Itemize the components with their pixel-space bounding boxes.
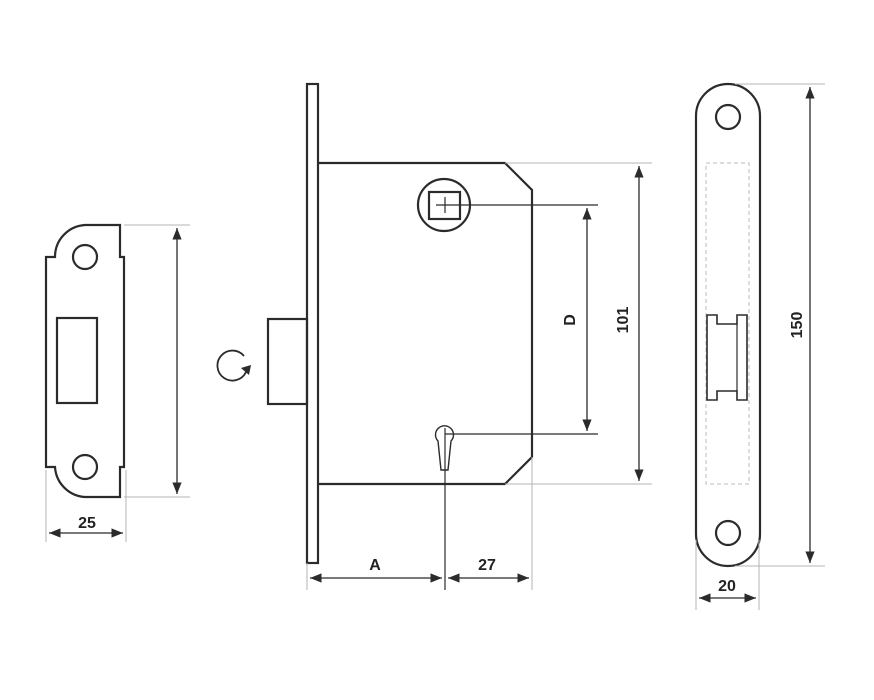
faceplate-front-view: 150 20 bbox=[694, 82, 825, 610]
latch-bolt bbox=[266, 317, 309, 406]
faceplate-height-label: 150 bbox=[789, 312, 806, 339]
mortise-lock-body: D 101 A 27 bbox=[266, 82, 652, 590]
screw-hole bbox=[71, 453, 99, 481]
center-distance-label: D bbox=[562, 314, 579, 326]
screw-hole bbox=[714, 519, 742, 547]
strike-width-label: 25 bbox=[78, 515, 96, 532]
keyhole bbox=[434, 425, 455, 471]
rotate-reversible-icon bbox=[216, 349, 251, 382]
offset-label: 27 bbox=[478, 557, 496, 574]
backset-label: A bbox=[369, 557, 381, 574]
body-height-label: 101 bbox=[615, 307, 632, 334]
strike-plate: 25 bbox=[44, 223, 190, 542]
latch-slot bbox=[55, 316, 99, 405]
faceplate-width-label: 20 bbox=[718, 578, 736, 595]
lock-faceplate bbox=[305, 82, 320, 565]
screw-hole bbox=[714, 103, 742, 131]
screw-hole bbox=[71, 243, 99, 271]
latch-outline bbox=[706, 314, 748, 401]
